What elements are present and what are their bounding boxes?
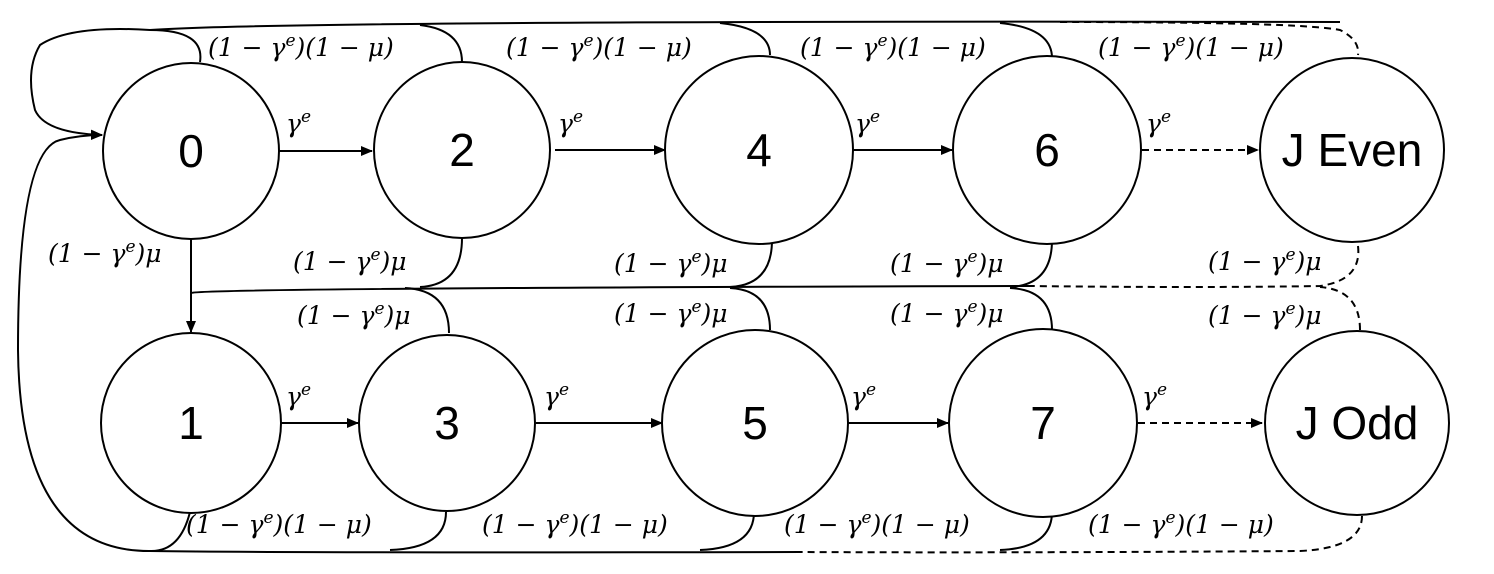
label-return-top-2: (1 − γe)(1 − μ) xyxy=(506,31,692,62)
node-jodd-label: J Odd xyxy=(1296,397,1419,449)
edge-return-jeven xyxy=(1059,21,1360,56)
edge-return-5 xyxy=(699,511,755,551)
edge-return-bottom-trunk xyxy=(149,550,801,554)
label-switch-2: (1 − γe)μ xyxy=(293,245,407,276)
edge-return-2 xyxy=(419,24,463,63)
edge-switch-jeven xyxy=(1029,245,1360,288)
node-6-circle xyxy=(952,55,1142,245)
label-gamma-1-3: γe xyxy=(286,380,311,411)
edge-return-6 xyxy=(999,22,1053,59)
label-gamma-0-2: γe xyxy=(286,107,311,138)
node-3-circle xyxy=(358,334,536,512)
label-switch-jodd: (1 − γe)μ xyxy=(1208,299,1322,330)
edge-return-3 xyxy=(389,511,447,551)
nodes: 0 2 4 6 J Even 1 3 5 7 J Odd xyxy=(100,55,1450,518)
node-2-label: 2 xyxy=(449,124,475,176)
edge-switch-6 xyxy=(1009,239,1053,288)
node-0-circle xyxy=(102,62,280,240)
label-gamma-7-jodd: γe xyxy=(1142,380,1167,411)
edges xyxy=(16,20,1363,554)
label-switch-5: (1 − γe)μ xyxy=(614,297,728,328)
edge-switch-jodd xyxy=(1319,286,1361,331)
label-switch-7: (1 − γe)μ xyxy=(890,297,1004,328)
edge-switch-4 xyxy=(729,239,773,288)
label-return-top-4: (1 − γe)(1 − μ) xyxy=(800,31,986,62)
edge-switch-5 xyxy=(729,287,771,331)
edge-labels: γe γe γe γe γe γe γe γe (1 − γe)(1 − μ) … xyxy=(48,31,1322,539)
node-7-label: 7 xyxy=(1030,397,1056,449)
label-return-top-0: (1 − γe)(1 − μ) xyxy=(208,31,394,62)
node-0-label: 0 xyxy=(178,125,204,177)
label-gamma-2-4: γe xyxy=(558,107,583,138)
label-switch-6: (1 − γe)μ xyxy=(890,247,1004,278)
label-gamma-6-jeven: γe xyxy=(1146,107,1171,138)
label-return-bottom-1: (1 − γe)(1 − μ) xyxy=(186,508,372,539)
label-return-bottom-7: (1 − γe)(1 − μ) xyxy=(1088,508,1274,539)
node-5-label: 5 xyxy=(742,397,768,449)
node-jodd-circle xyxy=(1264,330,1450,516)
edge-return-jodd xyxy=(799,515,1363,554)
node-4-circle xyxy=(664,55,854,245)
label-return-bottom-3: (1 − γe)(1 − μ) xyxy=(482,508,668,539)
label-switch-4: (1 − γe)μ xyxy=(614,247,728,278)
node-jeven-circle xyxy=(1259,57,1445,243)
edge-return-top-trunk xyxy=(149,20,1341,31)
label-gamma-4-6: γe xyxy=(855,107,880,138)
label-switch-jeven: (1 − γe)μ xyxy=(1208,245,1322,276)
node-5-circle xyxy=(661,329,849,517)
label-gamma-3-5: γe xyxy=(544,380,569,411)
edge-return-7 xyxy=(999,511,1053,551)
edge-return-4 xyxy=(719,22,771,56)
edge-switch-2 xyxy=(419,237,463,288)
node-4-label: 4 xyxy=(746,124,772,176)
node-jeven-label: J Even xyxy=(1282,124,1423,176)
edge-return-top-0 xyxy=(30,28,202,140)
node-3-label: 3 xyxy=(434,397,460,449)
node-6-label: 6 xyxy=(1034,124,1060,176)
node-7-circle xyxy=(948,328,1138,518)
label-gamma-5-7: γe xyxy=(851,380,876,411)
label-return-top-6: (1 − γe)(1 − μ) xyxy=(1098,31,1284,62)
label-switch-0: (1 − γe)μ xyxy=(48,237,162,268)
node-1-circle xyxy=(100,332,282,514)
edge-switch-3 xyxy=(404,287,450,334)
label-return-bottom-5: (1 − γe)(1 − μ) xyxy=(784,508,970,539)
node-2-circle xyxy=(373,61,551,239)
label-switch-3: (1 − γe)μ xyxy=(297,299,411,330)
node-1-label: 1 xyxy=(178,397,204,449)
edge-switch-7 xyxy=(1009,287,1053,331)
edge-switch-trunk xyxy=(190,285,1031,294)
